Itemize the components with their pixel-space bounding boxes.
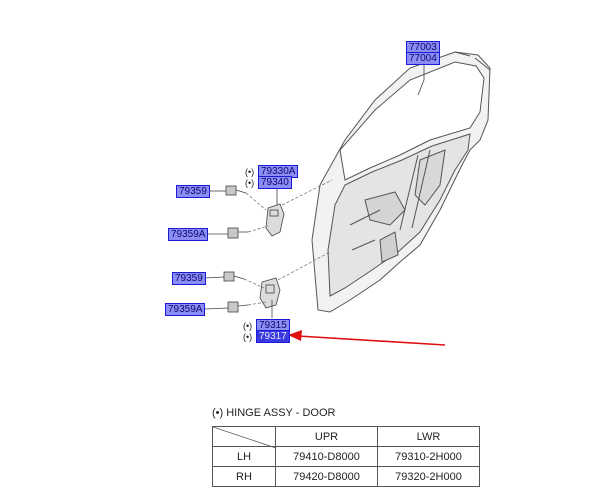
table-header-lwr: LWR	[377, 426, 480, 447]
table-cell-lwr: 79310-2H000	[377, 446, 480, 467]
hinge-part-number-table: UPR LWR LH 79410-D8000 79310-2H000 RH 79…	[212, 426, 480, 487]
hinge-assy-marker: (•)	[245, 178, 255, 188]
table-cell-lwr: 79320-2H000	[377, 466, 480, 487]
pointer-arrow	[288, 330, 446, 346]
door-leader-lines	[417, 62, 425, 96]
table-cell-side: LH	[212, 446, 276, 467]
table-header-upr: UPR	[275, 426, 378, 447]
callout-79359A-upper[interactable]: 79359A	[168, 228, 209, 241]
lower-hinge	[259, 277, 281, 309]
callout-77004[interactable]: 77004	[406, 52, 440, 65]
table-cell-upr: 79410-D8000	[275, 446, 378, 467]
table-row: RH 79420-D8000 79320-2H000	[212, 466, 480, 487]
table-row: LH 79410-D8000 79310-2H000	[212, 446, 480, 467]
callout-79359-upper[interactable]: 79359	[176, 185, 210, 198]
table-cell-upr: 79420-D8000	[275, 466, 378, 487]
upper-hinge	[265, 203, 285, 237]
alignment-lines	[243, 179, 333, 306]
bolt-icons	[223, 185, 249, 313]
hinge-assy-note: (•) HINGE ASSY - DOOR	[212, 407, 336, 419]
table-corner-cell	[212, 426, 276, 448]
callout-79359A-lower[interactable]: 79359A	[165, 303, 206, 316]
table-cell-side: RH	[212, 466, 276, 487]
rear-door-panel	[311, 51, 491, 313]
hinge-assy-marker: (•)	[243, 332, 253, 342]
callout-79317-selected[interactable]: 79317	[256, 330, 290, 343]
hinge-assy-marker: (•)	[243, 321, 253, 331]
hinge-assy-marker: (•)	[245, 167, 255, 177]
table-header-row: UPR LWR	[212, 426, 480, 448]
callout-79359-lower[interactable]: 79359	[172, 272, 206, 285]
diagonal-divider	[213, 427, 276, 448]
callout-79340[interactable]: 79340	[258, 176, 292, 189]
